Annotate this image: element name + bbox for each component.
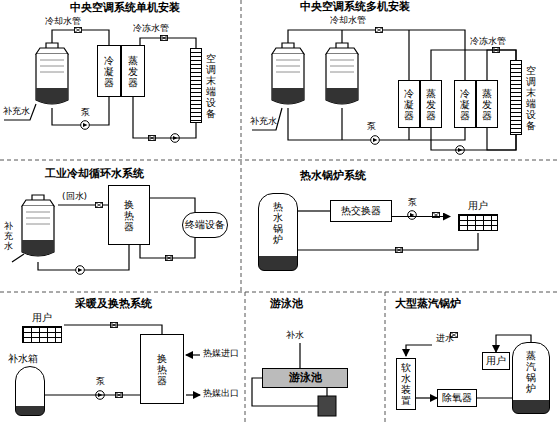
node-label: 蒸汽锅炉 — [526, 350, 536, 394]
user-grid — [458, 214, 498, 231]
terminal-unit: 空调末端设备 — [510, 60, 544, 135]
pipe-label: 进水 — [436, 334, 454, 344]
pipe-connector — [298, 233, 478, 250]
equipment-box: 冷凝器 — [454, 80, 476, 128]
pipe-label: 冷冻水管 — [470, 37, 506, 47]
pipe-connector — [64, 325, 162, 334]
panel-title: 工业冷却循环水系统 — [45, 168, 144, 180]
terminal-unit: 空调末端设备 — [190, 48, 224, 123]
equipment-box: 换热器 — [140, 334, 184, 404]
user-block: 用户 — [20, 312, 64, 346]
pipe-label: 冷却水管 — [45, 17, 81, 27]
pipe-label: (回水) — [62, 192, 87, 202]
boiler-tank: 热水锅炉 — [258, 193, 298, 271]
node-label: 冷凝器 — [404, 88, 414, 121]
pipe-connector — [298, 210, 330, 211]
node-label: 热水锅炉 — [273, 201, 283, 245]
node-label: 蒸发器 — [426, 88, 436, 121]
pipe-label: 冷冻水管 — [133, 24, 169, 34]
coil-fins — [510, 60, 522, 135]
node-label: 软水装置 — [401, 362, 411, 406]
node-label: 蒸发器 — [128, 55, 138, 88]
coil-fins — [190, 48, 202, 123]
equipment-box: 冷凝器 — [398, 80, 420, 128]
pipe-connector — [140, 38, 196, 48]
panel-title: 游泳池 — [270, 298, 303, 310]
node-label: 用户 — [32, 312, 52, 324]
equipment-box: 蒸发器 — [476, 80, 498, 128]
equipment-box: 蒸发器 — [420, 80, 442, 128]
pipe-label: 冷却水管 — [330, 16, 366, 26]
equipment-box: 除氧器 — [437, 389, 477, 407]
equipment-box: 热交换器 — [330, 200, 392, 222]
pipe-connector — [392, 216, 450, 217]
node-label: 换热器 — [124, 199, 134, 232]
node-label: 热交换器 — [341, 205, 381, 217]
panel-title: 中央空调系统多机安装 — [300, 1, 410, 13]
equipment-box: 换热器 — [108, 185, 150, 245]
user-grid — [22, 326, 62, 343]
node-label: 用户 — [468, 200, 488, 212]
swimming-pool: 游泳池 — [262, 368, 348, 388]
pipe-label: 热媒进口 — [203, 349, 239, 359]
pipe-label: 补充水 — [3, 107, 30, 117]
terminal-device: 终端设备 — [182, 212, 228, 238]
equipment-box: 蒸发器 — [121, 45, 145, 97]
pipe-connector — [431, 128, 516, 150]
pipe-connector — [477, 397, 512, 398]
pipe-connector — [431, 50, 516, 80]
pipe-connector — [416, 397, 437, 398]
pipe-label: 泵 — [81, 108, 90, 118]
equipment-box: 用户 — [482, 352, 510, 370]
user-block: 用户 — [450, 200, 506, 233]
pipe-label: 补水 — [286, 331, 304, 341]
node-label: 冷凝器 — [460, 88, 470, 121]
equipment-box: 冷凝器 — [97, 45, 121, 97]
panel-title: 热水锅炉系统 — [300, 170, 366, 182]
panel-title: 大型蒸汽锅炉 — [395, 298, 461, 310]
pipe-label: 泵 — [96, 377, 105, 387]
node-label: 除氧器 — [442, 392, 472, 404]
pipe-label: 补充水 — [250, 117, 277, 127]
pipe-label: 泵 — [408, 198, 417, 208]
node-label: 补水箱 — [8, 353, 38, 365]
node-label: 冷凝器 — [104, 55, 114, 88]
node-label: 空调末端设备 — [206, 53, 216, 119]
pipe-connector — [45, 394, 140, 395]
panel-title: 中央空调系统单机安装 — [70, 2, 180, 14]
node-label: 蒸发器 — [482, 88, 492, 121]
panel-title: 采暖及换热系统 — [75, 298, 152, 310]
node-label: 用户 — [486, 355, 506, 367]
pipe-label: 泵 — [367, 122, 376, 132]
pipe-connector — [133, 97, 196, 138]
node-label: 终端设备 — [185, 219, 225, 231]
water-tank: 补水箱 — [15, 366, 45, 416]
node-label: 游泳池 — [289, 372, 322, 385]
pipe-connector — [150, 198, 195, 212]
pipe-label: 补充水 — [4, 222, 13, 252]
pipe-label: 热媒出口 — [203, 389, 239, 399]
equipment-box: 软水装置 — [396, 358, 416, 410]
boiler-tank: 蒸汽锅炉 — [512, 342, 550, 414]
node-label: 换热器 — [157, 353, 167, 386]
node-label: 空调末端设备 — [526, 65, 536, 131]
